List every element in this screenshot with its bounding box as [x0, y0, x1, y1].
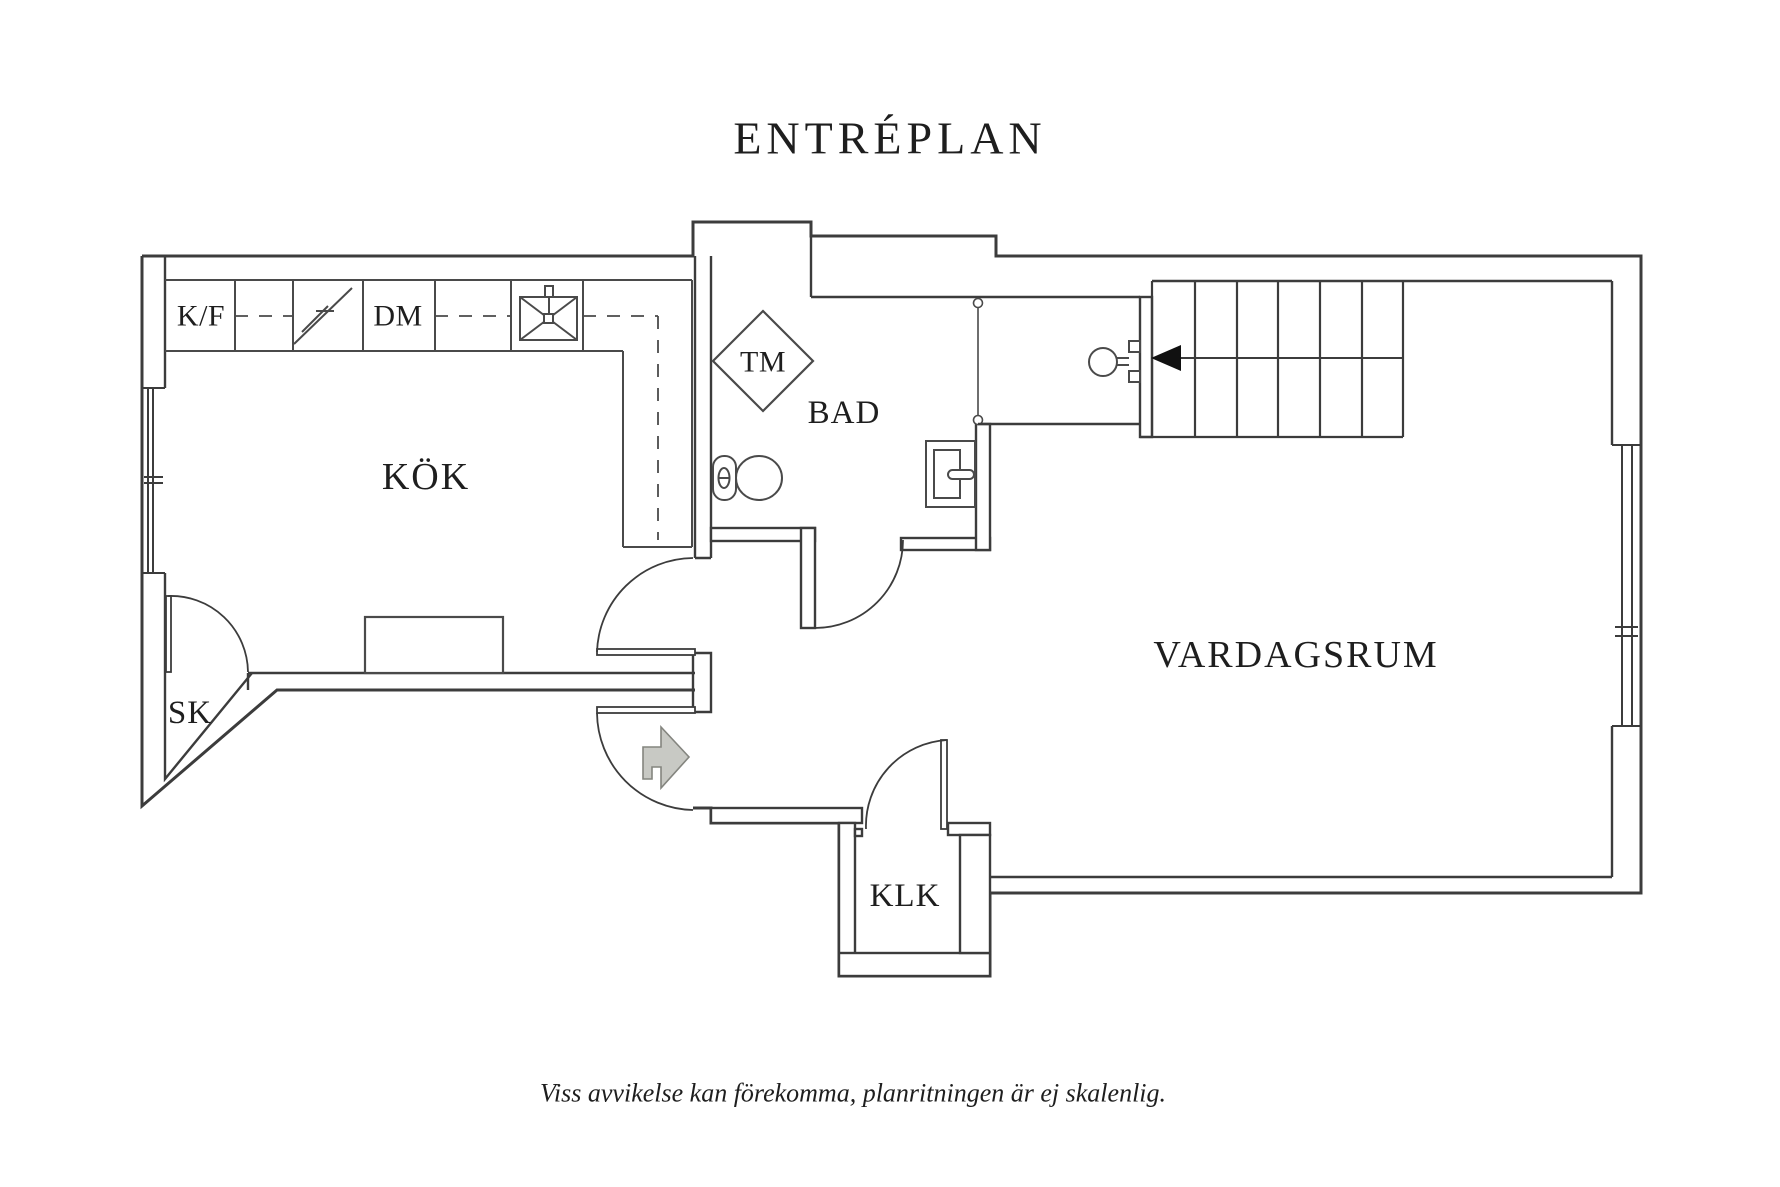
bath-door-wall-spur	[799, 526, 817, 630]
toilet-icon	[712, 455, 783, 501]
washing-machine-label: TM	[740, 346, 786, 379]
washing-machine-icon	[711, 309, 815, 413]
entrance-arrow-icon	[642, 724, 691, 791]
disclaimer-caption: Viss avvikelse kan förekomma, planritnin…	[540, 1079, 1166, 1108]
window-right	[1612, 444, 1641, 727]
upper-cabinet-dashed-line	[235, 315, 659, 540]
kitchen-door-arc	[596, 557, 694, 653]
bathroom-top-wall	[809, 236, 1140, 299]
interior-walls	[709, 295, 1154, 978]
dishwasher-label: DM	[373, 300, 422, 333]
hob-icon	[293, 287, 353, 345]
room-label-klk: KLK	[870, 878, 941, 914]
page-title: ENTRÉPLAN	[733, 113, 1046, 164]
outer-boundary-left	[140, 256, 695, 810]
stairs	[1140, 281, 1405, 439]
sk-door-leaf	[165, 595, 172, 673]
exterior-wall-outline	[140, 220, 1643, 978]
room-label-bathroom: BAD	[808, 395, 881, 431]
kitchen-bench	[363, 615, 505, 675]
kitchen-counter	[165, 279, 693, 548]
outer-boundary	[142, 220, 1643, 978]
front-door-leaf	[596, 706, 696, 714]
entry-wall-stub	[691, 651, 713, 714]
kitchen-bottom-wall	[246, 671, 695, 690]
shower-partition	[972, 297, 984, 426]
bathroom-door-arc	[814, 539, 904, 629]
hall-bottom-wall	[709, 806, 864, 825]
front-door-arc	[596, 712, 694, 811]
kitchen-bath-wall	[693, 256, 713, 560]
bath-sink-wall	[974, 422, 992, 552]
kitchen-door-leaf	[596, 648, 696, 656]
kitchen-sink-icon	[519, 285, 578, 341]
klk-right-jamb	[946, 821, 992, 837]
room-label-living: VARDAGSRUM	[1153, 634, 1438, 676]
sk-door-arc	[167, 595, 249, 673]
doors	[165, 539, 948, 830]
klk-door-arc	[865, 739, 948, 830]
klk-left-jamb	[853, 827, 864, 838]
window-left	[142, 387, 165, 574]
stairs-direction-arrow	[1151, 345, 1181, 371]
fridge-freezer-label: K/F	[177, 300, 225, 333]
klk-door-leaf	[940, 739, 948, 830]
klk-right-wall	[958, 833, 992, 955]
klk-bottom-wall	[837, 951, 992, 978]
sink-icon	[925, 440, 976, 508]
shower-icon	[1088, 340, 1141, 383]
bath-bottom-wall-left	[709, 526, 817, 543]
labels: ENTRÉPLAN K/F DM TM KÖK BAD VARDAGSRUM S…	[168, 113, 1438, 1108]
room-label-sk: SK	[168, 695, 212, 731]
shower-stairs-wall	[1138, 295, 1154, 439]
left-wall-inner-lower	[163, 573, 253, 783]
wall-inner-faces	[163, 236, 1614, 879]
room-label-kitchen: KÖK	[382, 456, 470, 498]
